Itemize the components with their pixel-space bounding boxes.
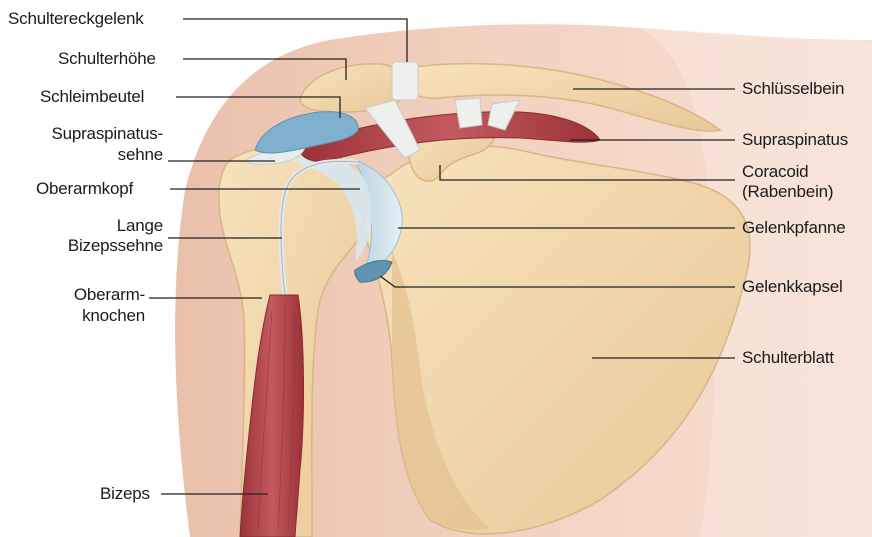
label-schluesselbein: Schlüsselbein xyxy=(742,79,844,98)
label-supraspinatus: Supraspinatus xyxy=(742,130,848,149)
label-schleimbeutel: Schleimbeutel xyxy=(40,87,144,106)
label-schulterhoehe: Schulterhöhe xyxy=(58,49,156,68)
label-coracoid-line1: Coracoid xyxy=(742,162,808,181)
label-oberarmknochen-line1: Oberarm- xyxy=(8,285,145,304)
label-lange-bizepssehne-line1: Lange xyxy=(8,216,163,235)
coracoclavicular-ligament-1 xyxy=(455,98,482,128)
label-supraspinatussehne-line1: Supraspinatus- xyxy=(8,124,163,143)
label-gelenkkapsel: Gelenkkapsel xyxy=(742,277,843,296)
label-schultereckgelenk: Schultereckgelenk xyxy=(8,9,144,28)
label-lange-bizepssehne-line2: Bizepssehne xyxy=(8,236,163,255)
acromioclavicular-ligament xyxy=(392,62,418,100)
label-oberarmkopf: Oberarmkopf xyxy=(36,179,133,198)
label-coracoid-line2: (Rabenbein) xyxy=(742,182,833,201)
label-schulterblatt: Schulterblatt xyxy=(742,348,834,367)
label-bizeps: Bizeps xyxy=(100,484,150,503)
label-gelenkpfanne: Gelenkpfanne xyxy=(742,218,845,237)
label-supraspinatussehne-line2: sehne xyxy=(8,145,163,164)
label-oberarmknochen-line2: knochen xyxy=(8,306,145,325)
